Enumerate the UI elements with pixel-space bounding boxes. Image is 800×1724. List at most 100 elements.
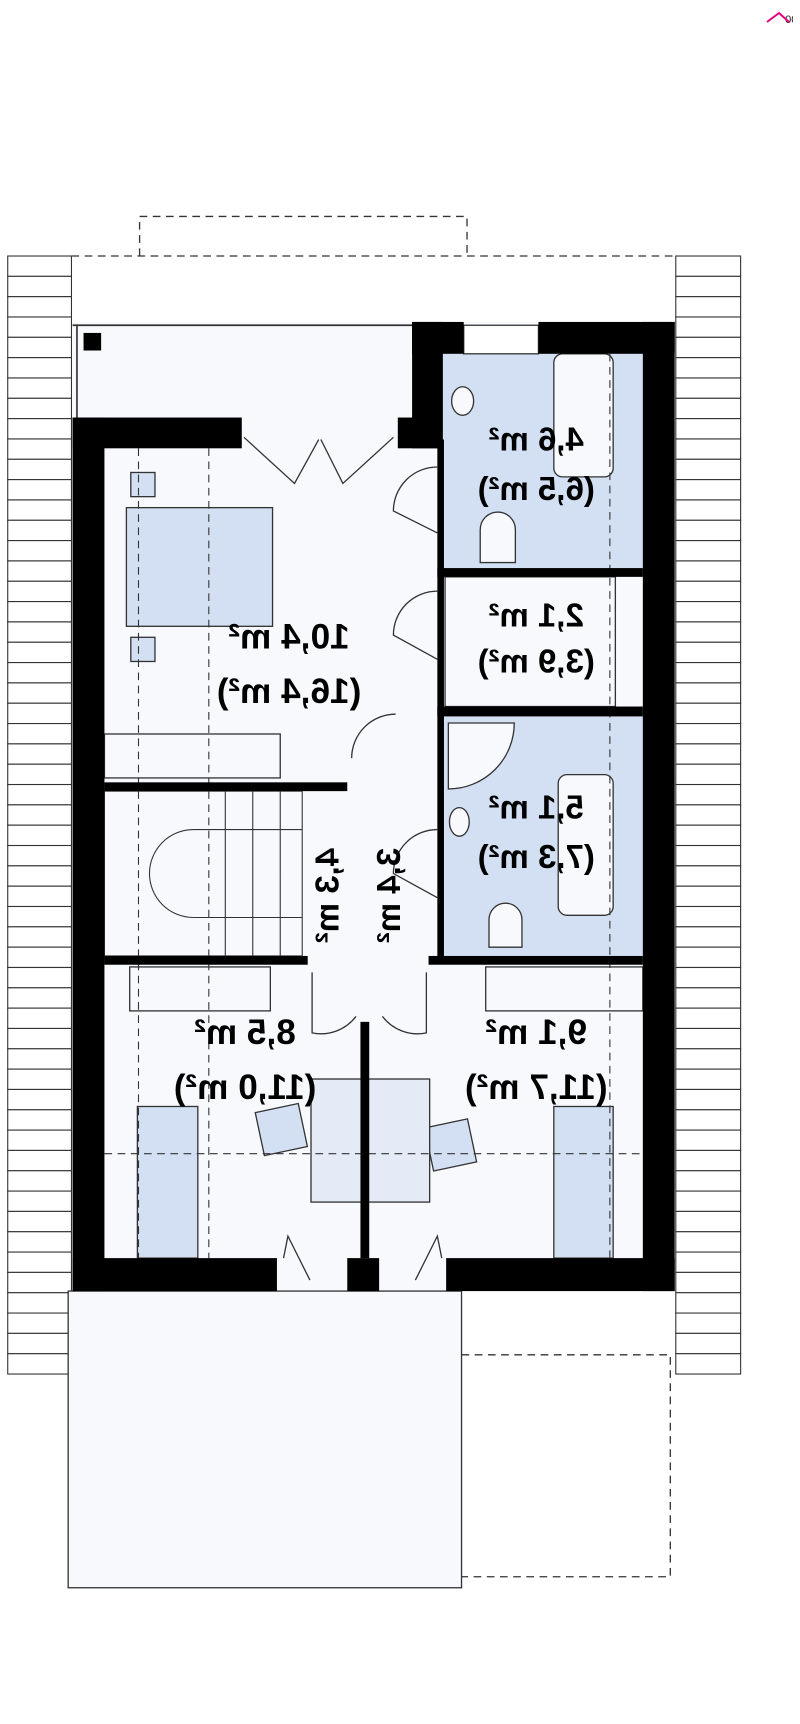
shingle bbox=[675, 377, 742, 399]
shingle bbox=[7, 1088, 73, 1111]
shingle bbox=[675, 316, 742, 338]
staircase bbox=[103, 790, 303, 957]
shingle bbox=[7, 601, 73, 623]
room-gross-master-bedroom: (16,4 m²) bbox=[217, 672, 362, 711]
shingle bbox=[675, 1027, 742, 1050]
shingle bbox=[7, 540, 73, 562]
shingle bbox=[7, 1129, 73, 1151]
room-gross-closet: (3,9 m²) bbox=[478, 642, 595, 679]
shingle bbox=[7, 458, 73, 481]
shingle bbox=[7, 519, 73, 542]
room-gross-bedroom-right: (11,7 m²) bbox=[465, 1068, 608, 1107]
armchair bbox=[423, 1118, 478, 1172]
wardrobe bbox=[129, 966, 272, 1012]
shingle bbox=[675, 479, 742, 501]
shingle bbox=[7, 702, 73, 725]
shingle bbox=[7, 885, 73, 908]
shingle bbox=[7, 1068, 73, 1090]
shingle bbox=[675, 723, 742, 745]
roof-outline bbox=[68, 215, 676, 1578]
shingle bbox=[7, 560, 73, 582]
shingle bbox=[675, 418, 742, 440]
shingle bbox=[7, 580, 73, 603]
shingle bbox=[7, 1149, 73, 1172]
shingle bbox=[675, 804, 742, 826]
shingle bbox=[7, 499, 73, 521]
shingle bbox=[7, 804, 73, 826]
shingle bbox=[675, 763, 742, 786]
shingle bbox=[7, 743, 73, 765]
wardrobe bbox=[485, 966, 644, 1012]
shingle bbox=[7, 905, 73, 928]
shingle bbox=[675, 844, 742, 867]
shingle bbox=[7, 438, 73, 460]
shingle bbox=[675, 1109, 742, 1131]
room-gross-bathroom-middle: (7,3 m²) bbox=[478, 838, 595, 875]
room-gross-bathroom-top: (6,5 m²) bbox=[478, 470, 595, 507]
shingle bbox=[675, 824, 742, 847]
shingle bbox=[675, 601, 742, 623]
shingle bbox=[675, 743, 742, 765]
shingle bbox=[675, 885, 742, 908]
shingle bbox=[675, 1271, 742, 1294]
shingle bbox=[675, 1048, 742, 1070]
shingle bbox=[675, 1251, 742, 1273]
room-area-closet: 2,1 m² bbox=[489, 596, 584, 633]
nightstand bbox=[130, 636, 156, 663]
shingle bbox=[675, 458, 742, 481]
shingle bbox=[7, 987, 73, 1009]
shingle bbox=[675, 662, 742, 684]
shingle bbox=[7, 865, 73, 887]
shingle bbox=[7, 275, 73, 298]
nightstand bbox=[130, 471, 156, 498]
furniture bbox=[103, 324, 644, 1259]
shingle bbox=[7, 1048, 73, 1070]
room-area-hall-a: 4,3 m² bbox=[308, 848, 345, 943]
shingle bbox=[7, 1007, 73, 1030]
shingle bbox=[675, 357, 742, 379]
roof-shingles bbox=[7, 255, 742, 1375]
shingle bbox=[675, 336, 742, 359]
shingle bbox=[7, 1332, 73, 1355]
shingle bbox=[7, 723, 73, 745]
shingle bbox=[7, 357, 73, 379]
shingle bbox=[7, 1231, 73, 1253]
shingle bbox=[675, 1007, 742, 1030]
bathtub bbox=[553, 353, 614, 478]
shingle bbox=[7, 255, 73, 277]
shingle bbox=[675, 926, 742, 948]
shingle bbox=[7, 662, 73, 684]
shingle bbox=[675, 865, 742, 887]
bathtub bbox=[557, 773, 614, 916]
terrace bbox=[67, 1290, 463, 1589]
shingle bbox=[7, 844, 73, 867]
shingle bbox=[7, 641, 73, 664]
shingle bbox=[675, 519, 742, 542]
shingle bbox=[7, 1109, 73, 1131]
shingle bbox=[7, 1271, 73, 1294]
room-area-hall-b: 3,4 m² bbox=[370, 848, 407, 943]
shingle bbox=[675, 966, 742, 989]
room-gross-bedroom-left: (11,0 m²) bbox=[174, 1068, 317, 1107]
shingle bbox=[675, 1149, 742, 1172]
shingle bbox=[7, 397, 73, 420]
shingle bbox=[675, 1068, 742, 1090]
room-area-bedroom-right: 9,1 m² bbox=[485, 1013, 587, 1052]
shingle bbox=[675, 580, 742, 603]
shingle bbox=[675, 560, 742, 582]
shingle bbox=[675, 702, 742, 725]
shingle bbox=[675, 946, 742, 969]
shingle bbox=[7, 479, 73, 501]
room-area-bathroom-top: 4,6 m² bbox=[489, 421, 584, 458]
shingle bbox=[675, 1292, 742, 1314]
wardrobe bbox=[103, 733, 281, 779]
shingle bbox=[675, 1332, 742, 1355]
shingle bbox=[7, 336, 73, 359]
room-area-bedroom-left: 8,5 m² bbox=[194, 1013, 296, 1052]
shingle bbox=[7, 783, 73, 806]
shingle bbox=[675, 783, 742, 806]
shingle bbox=[675, 1312, 742, 1334]
shingle bbox=[7, 824, 73, 847]
